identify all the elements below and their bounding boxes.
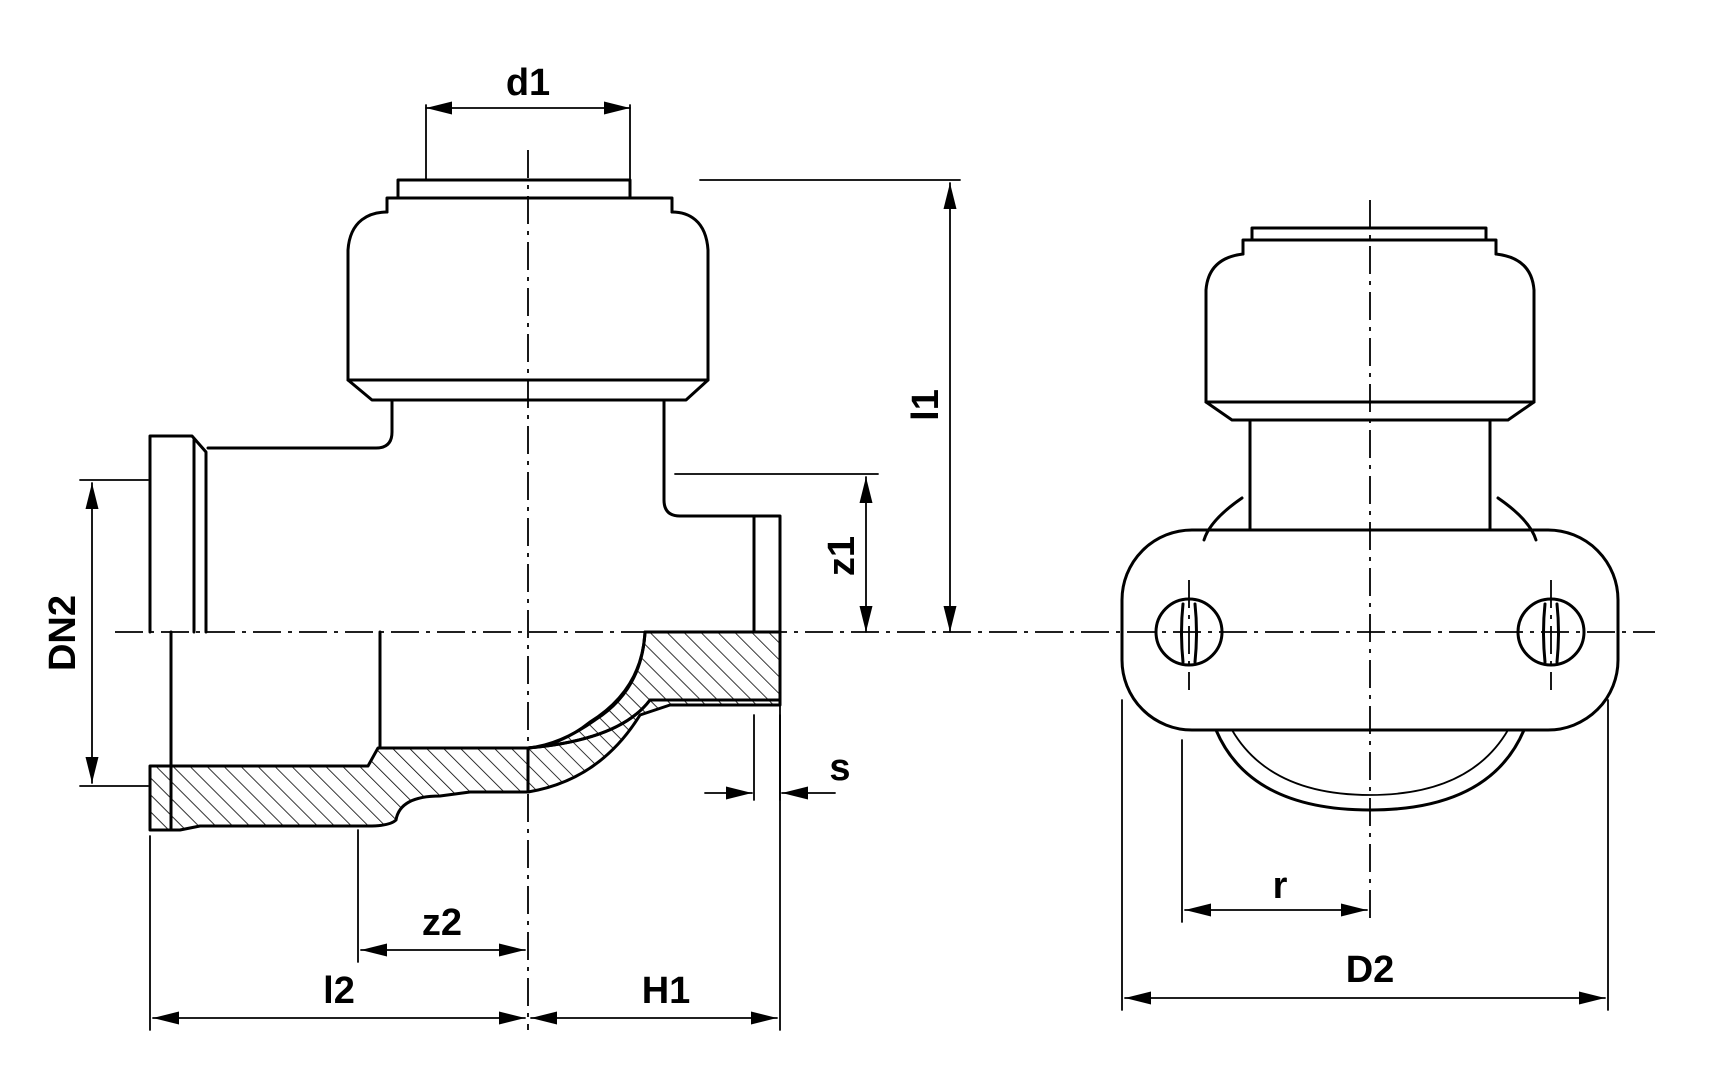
dim-label-DN2: DN2: [42, 595, 84, 671]
section-hatch: [148, 630, 782, 832]
dim-label-z2: z2: [422, 902, 462, 944]
dim-label-z1: z1: [821, 536, 863, 576]
dim-label-l2: l2: [323, 970, 355, 1012]
dim-label-s: s: [829, 747, 850, 789]
screw-right-icon: [1516, 580, 1586, 690]
dim-label-H1: H1: [642, 970, 691, 1012]
dim-label-D2: D2: [1346, 949, 1395, 991]
screw-left-icon: [1154, 580, 1224, 690]
dim-label-r: r: [1273, 865, 1288, 907]
side-section-view: [115, 150, 1655, 1030]
wall-plate: [1120, 528, 1620, 732]
fitting-body: [148, 398, 782, 832]
front-view: [1120, 200, 1620, 925]
dim-label-l1: l1: [905, 389, 947, 421]
cap-nut: [346, 178, 710, 402]
dim-label-d1: d1: [506, 62, 550, 104]
dimensions: d1 l1 z1 DN2 s z2 l2 H1 r: [42, 62, 1609, 1031]
